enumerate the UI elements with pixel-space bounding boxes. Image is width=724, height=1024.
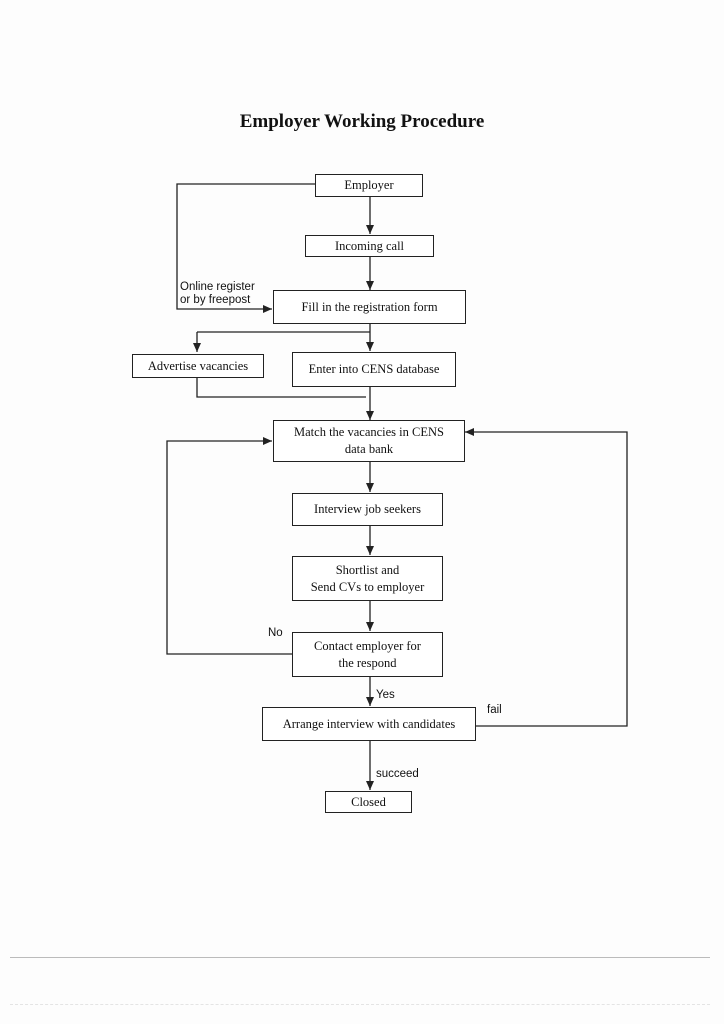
node-shortlist-label: Shortlist and Send CVs to employer — [310, 562, 425, 594]
edge-label-succeed: succeed — [376, 768, 419, 780]
node-fill-form: Fill in the registration form — [273, 290, 466, 324]
node-advertise-label: Advertise vacancies — [147, 358, 249, 373]
node-shortlist: Shortlist and Send CVs to employer — [292, 556, 443, 601]
edge-advertise-match — [196, 378, 366, 398]
node-incoming-call: Incoming call — [305, 235, 434, 257]
node-match: Match the vacancies in CENS data bank — [273, 420, 465, 462]
node-enter-cens-label: Enter into CENS database — [308, 362, 440, 377]
node-contact: Contact employer for the respond — [292, 632, 443, 677]
node-closed-label: Closed — [351, 794, 386, 809]
node-employer-label: Employer — [344, 178, 394, 193]
page-rule — [10, 957, 710, 958]
node-advertise: Advertise vacancies — [132, 354, 264, 378]
edge-no-loop — [166, 437, 292, 655]
edge-label-yes: Yes — [376, 689, 395, 701]
node-interview: Interview job seekers — [292, 493, 443, 526]
page-rule-faint — [10, 1004, 710, 1005]
edge-online-register — [176, 183, 315, 313]
node-incoming-call-label: Incoming call — [334, 238, 405, 253]
node-arrange-label: Arrange interview with candidates — [282, 716, 456, 731]
edge-label-online: Online register or by freepost — [180, 281, 255, 306]
edge-label-no: No — [268, 627, 283, 639]
node-closed: Closed — [325, 791, 412, 813]
edge-fail-loop — [465, 428, 628, 727]
node-arrange: Arrange interview with candidates — [262, 707, 476, 741]
node-contact-label: Contact employer for the respond — [314, 638, 421, 670]
node-employer: Employer — [315, 174, 423, 197]
edge-label-fail: fail — [487, 704, 502, 716]
node-fill-form-label: Fill in the registration form — [301, 299, 438, 314]
page-title: Employer Working Procedure — [239, 111, 485, 132]
node-match-label: Match the vacancies in CENS data bank — [294, 425, 444, 456]
node-enter-cens: Enter into CENS database — [292, 352, 456, 387]
node-interview-label: Interview job seekers — [314, 502, 421, 517]
